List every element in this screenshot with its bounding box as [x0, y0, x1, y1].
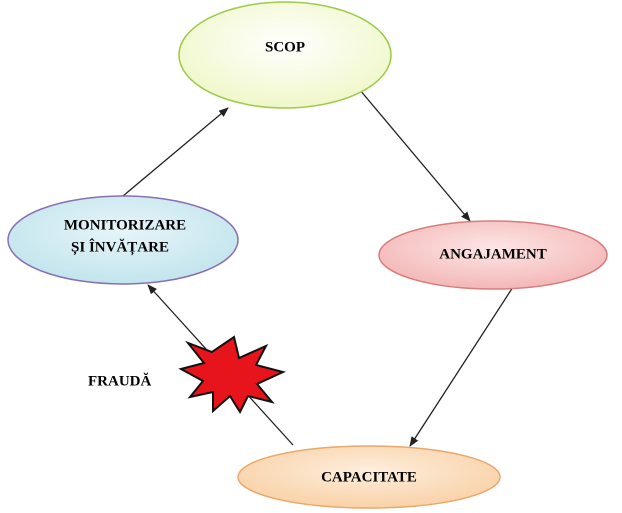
- node-angajament-label: ANGAJAMENT: [439, 246, 547, 262]
- node-capacitate-label: CAPACITATE: [321, 469, 417, 485]
- node-capacitate: CAPACITATE: [237, 445, 501, 509]
- arrow-angajament-to-capacitate: [409, 286, 514, 447]
- node-capacitate-shape: [237, 445, 501, 509]
- node-monitorizare-label-line2: ȘI ÎNVĂȚARE: [71, 238, 169, 255]
- node-scop-label: SCOP: [265, 39, 305, 55]
- arrow-scop-to-angajament: [359, 89, 471, 222]
- node-scop: SCOP: [178, 1, 392, 109]
- fraud-burst-icon: [178, 335, 286, 415]
- arrow-monitorizare-to-scop: [122, 107, 229, 197]
- node-scop-shape: [178, 1, 392, 109]
- node-angajament: ANGAJAMENT: [378, 220, 608, 290]
- node-monitorizare-shape: [7, 195, 239, 285]
- node-monitorizare: MONITORIZARE ȘI ÎNVĂȚARE: [7, 195, 239, 285]
- fraud-label: FRAUDĂ: [88, 372, 151, 389]
- node-monitorizare-label-line1: MONITORIZARE: [64, 217, 186, 233]
- node-angajament-shape: [378, 220, 608, 290]
